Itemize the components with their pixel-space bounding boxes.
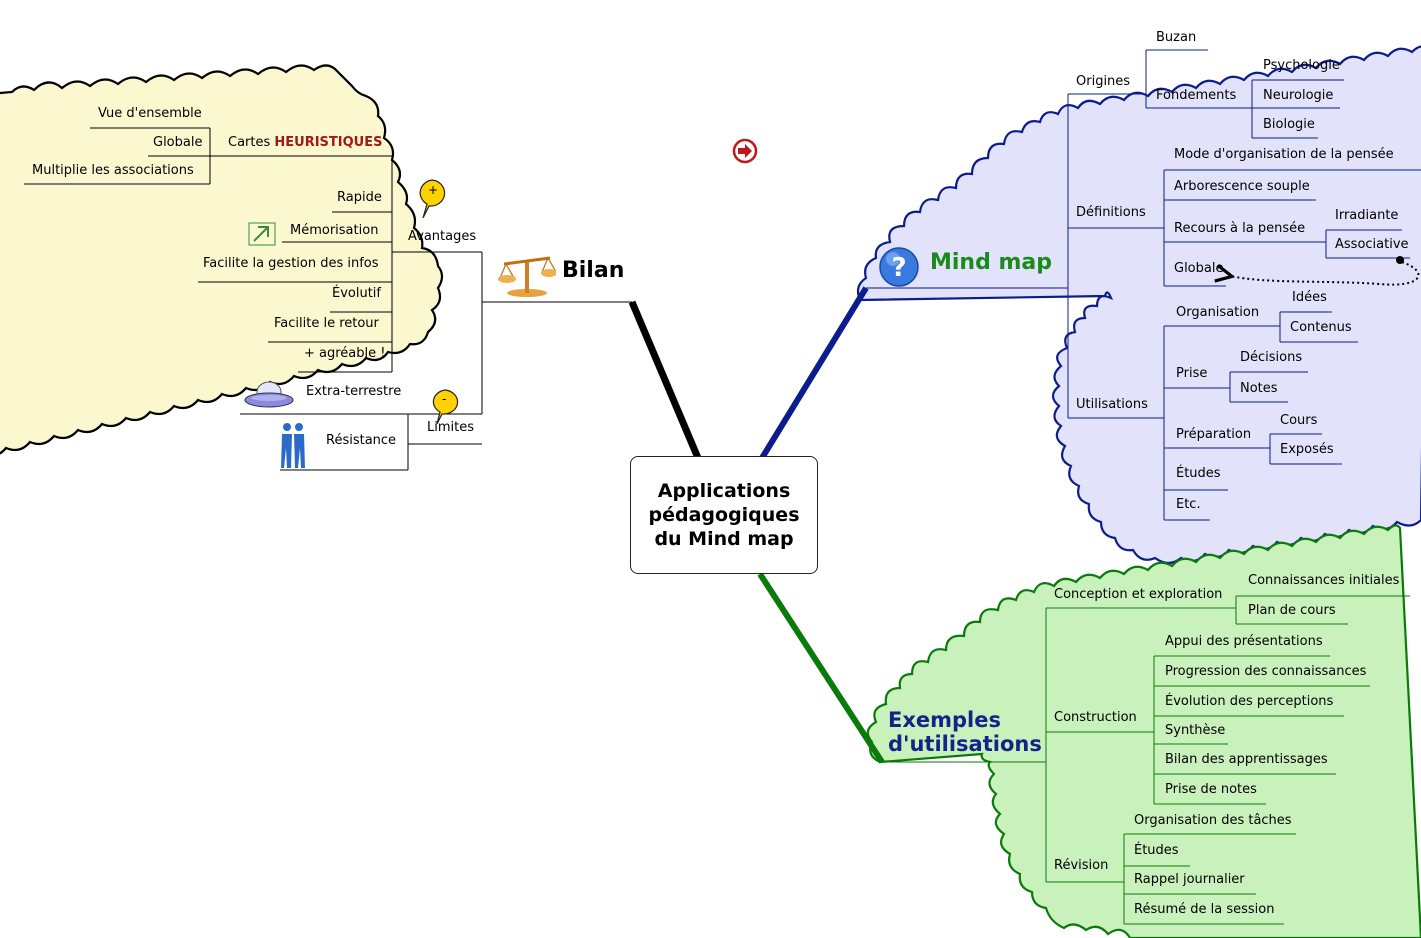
- node-prise[interactable]: Prise: [1176, 366, 1208, 381]
- relationship-arrow: [1230, 261, 1420, 286]
- central-line-1: Applications: [657, 480, 791, 502]
- node-progression[interactable]: Progression des connaissances: [1165, 664, 1367, 679]
- node-agreable[interactable]: + agréable !: [304, 346, 386, 361]
- node-exposes[interactable]: Exposés: [1280, 442, 1334, 457]
- node-etc[interactable]: Etc.: [1176, 497, 1201, 512]
- mindmap-branches: [866, 49, 1421, 521]
- node-bilan-app[interactable]: Bilan des apprentissages: [1165, 752, 1328, 767]
- node-cours[interactable]: Cours: [1280, 413, 1318, 428]
- node-cartes-heuristiques[interactable]: Cartes HEURISTIQUES: [228, 135, 382, 151]
- svg-text:?: ?: [891, 253, 906, 283]
- node-buzan[interactable]: Buzan: [1156, 30, 1197, 45]
- node-definitions[interactable]: Définitions: [1076, 205, 1146, 220]
- next-arrow-icon[interactable]: [732, 138, 758, 164]
- node-facilite-gestion[interactable]: Facilite la gestion des infos: [203, 256, 379, 271]
- bilan-cloud: [0, 64, 444, 455]
- node-globale-def[interactable]: Globale: [1174, 261, 1224, 276]
- minus-badge-label: -: [442, 392, 447, 406]
- node-decisions[interactable]: Décisions: [1240, 350, 1303, 365]
- node-notes[interactable]: Notes: [1240, 381, 1278, 396]
- exemples-trunk: [757, 572, 885, 764]
- exemples-title-line-1: Exemples: [888, 708, 1001, 732]
- bilan-trunk: [628, 300, 702, 460]
- node-memorisation[interactable]: Mémorisation: [290, 223, 379, 238]
- node-resistance[interactable]: Résistance: [326, 433, 397, 448]
- node-connaissances[interactable]: Connaissances initiales: [1248, 573, 1400, 588]
- central-topic[interactable]: Applications pédagogiques du Mind map: [630, 456, 818, 574]
- node-neurologie[interactable]: Neurologie: [1263, 88, 1334, 103]
- node-recours[interactable]: Recours à la pensée: [1174, 221, 1306, 236]
- node-rappel[interactable]: Rappel journalier: [1134, 872, 1245, 887]
- node-preparation[interactable]: Préparation: [1176, 427, 1252, 442]
- node-vue-ensemble[interactable]: Vue d'ensemble: [98, 106, 202, 121]
- node-extra-terrestre[interactable]: Extra-terrestre: [306, 384, 402, 399]
- plus-badge-label: +: [428, 183, 439, 197]
- node-globale[interactable]: Globale: [153, 135, 203, 150]
- node-associative[interactable]: Associative: [1335, 237, 1409, 252]
- cartes-accent: HEURISTIQUES: [274, 135, 383, 150]
- cartes-prefix: Cartes: [228, 135, 275, 150]
- node-resume[interactable]: Résumé de la session: [1134, 902, 1275, 917]
- relationship-dot: [1396, 256, 1404, 264]
- question-icon: ?: [878, 246, 920, 288]
- node-utilisations[interactable]: Utilisations: [1076, 397, 1148, 412]
- node-irradiante[interactable]: Irradiante: [1335, 208, 1399, 223]
- plus-badge: +: [415, 178, 449, 222]
- mindmap-title[interactable]: Mind map: [930, 250, 1053, 275]
- central-line-2: pédagogiques: [648, 504, 800, 526]
- node-evolutif[interactable]: Évolutif: [332, 286, 381, 301]
- node-prise-notes[interactable]: Prise de notes: [1165, 782, 1257, 797]
- node-evolution[interactable]: Évolution des perceptions: [1165, 694, 1334, 709]
- node-synthese[interactable]: Synthèse: [1165, 723, 1226, 738]
- node-origines[interactable]: Origines: [1076, 74, 1131, 89]
- node-etudes-ex[interactable]: Études: [1134, 843, 1179, 858]
- node-limites[interactable]: Limites: [427, 420, 474, 435]
- mindmap-cloud: [856, 45, 1421, 565]
- exemples-title[interactable]: Exemples d'utilisations: [888, 708, 1042, 756]
- bilan-title[interactable]: Bilan: [562, 258, 625, 283]
- node-revision[interactable]: Révision: [1054, 858, 1109, 873]
- arrow-up-right-icon: [248, 222, 276, 246]
- minus-badge: -: [428, 388, 462, 428]
- node-multiplie[interactable]: Multiplie les associations: [32, 163, 194, 178]
- node-rapide[interactable]: Rapide: [337, 190, 382, 205]
- node-appui[interactable]: Appui des présentations: [1165, 634, 1323, 649]
- node-psychologie[interactable]: Psychologie: [1263, 58, 1340, 73]
- central-line-3: du Mind map: [654, 528, 794, 550]
- node-etudes-mm[interactable]: Études: [1176, 466, 1221, 481]
- people-icon: [280, 422, 306, 468]
- node-arborescence[interactable]: Arborescence souple: [1174, 179, 1310, 194]
- node-mode[interactable]: Mode d'organisation de la pensée: [1174, 147, 1394, 162]
- node-organisation[interactable]: Organisation: [1176, 305, 1260, 320]
- node-organisation-taches[interactable]: Organisation des tâches: [1134, 813, 1292, 828]
- node-plan[interactable]: Plan de cours: [1248, 603, 1336, 618]
- mindmap-trunk: [759, 286, 869, 460]
- bilan-branches: [24, 127, 632, 471]
- node-conception[interactable]: Conception et exploration: [1054, 587, 1223, 602]
- exemples-branches: [882, 595, 1410, 925]
- node-biologie[interactable]: Biologie: [1263, 117, 1315, 132]
- node-avantages[interactable]: Avantages: [408, 229, 477, 244]
- node-fondements[interactable]: Fondements: [1156, 88, 1237, 103]
- node-facilite-retour[interactable]: Facilite le retour: [274, 316, 379, 331]
- node-construction[interactable]: Construction: [1054, 710, 1137, 725]
- node-idees[interactable]: Idées: [1292, 290, 1327, 305]
- exemples-title-line-2: d'utilisations: [888, 732, 1042, 756]
- node-contenus[interactable]: Contenus: [1290, 320, 1352, 335]
- balance-icon: [498, 252, 558, 298]
- ufo-icon: [244, 380, 294, 412]
